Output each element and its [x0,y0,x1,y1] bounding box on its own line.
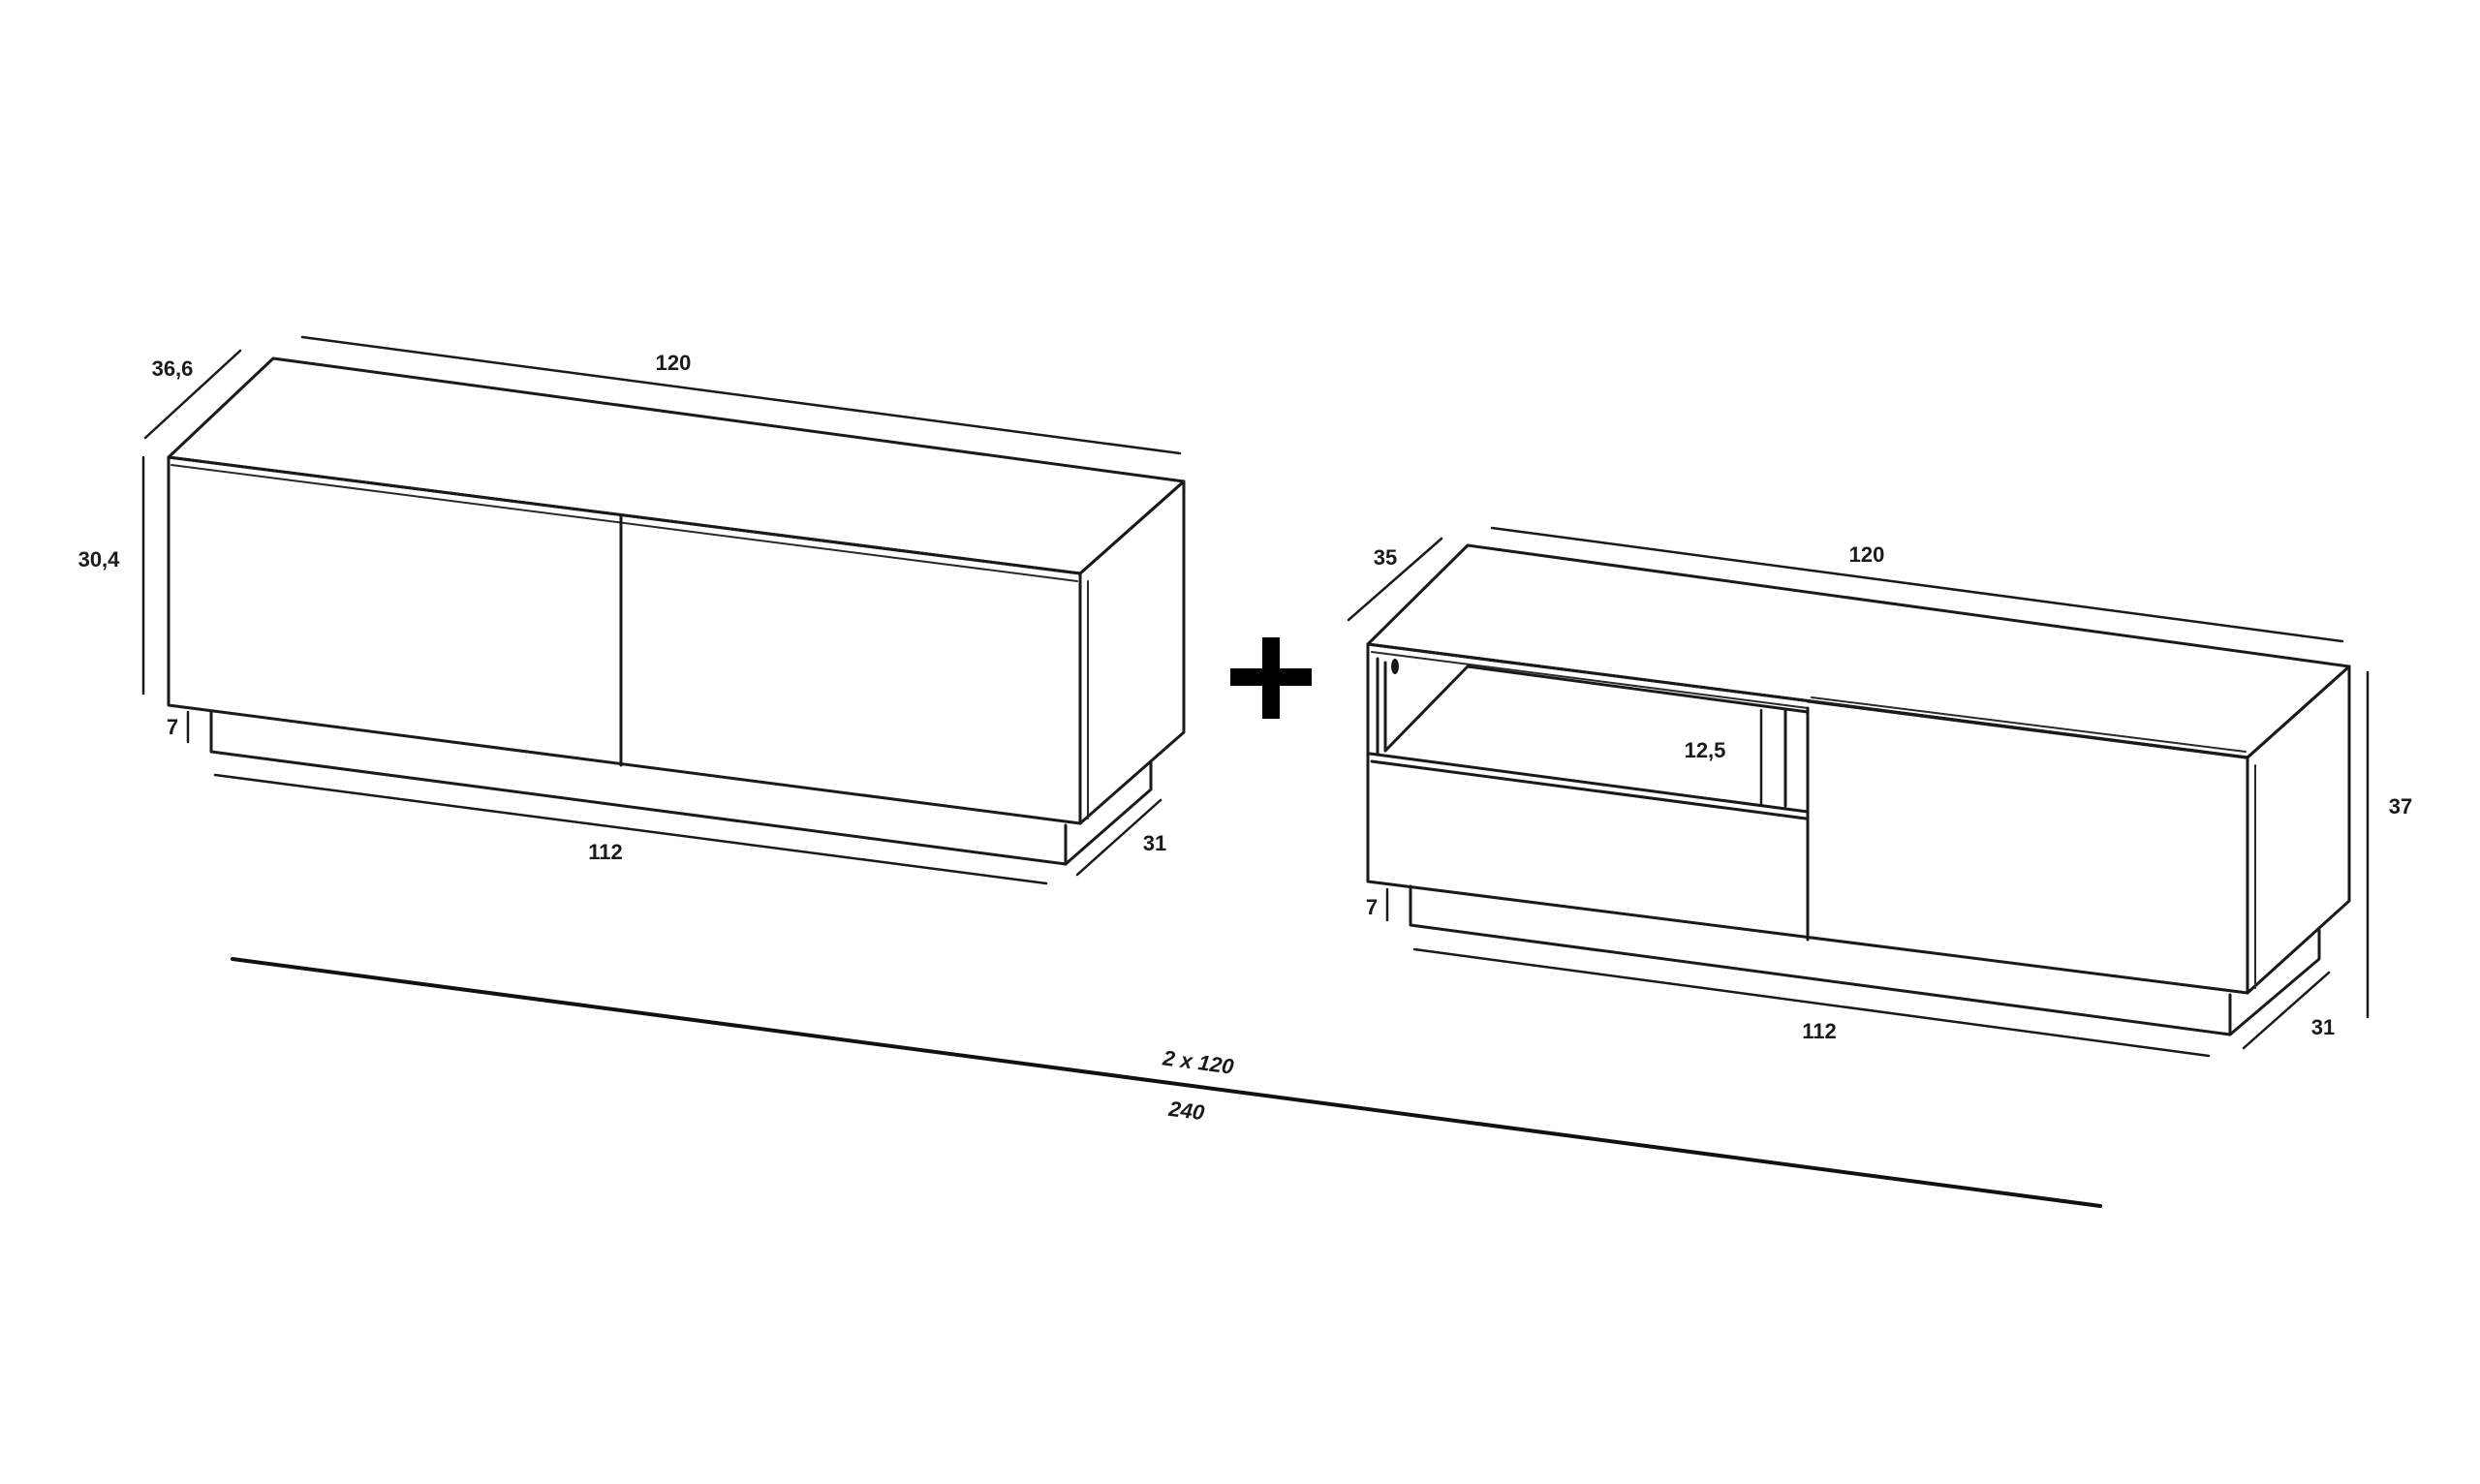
right-cabinet-plinth [1409,884,2232,1036]
left-dim-plinth-depth-label: 31 [1143,831,1166,855]
left-cabinet-top-lip [170,464,1078,582]
right-cabinet-drawer [1368,752,1810,820]
left-cabinet-dimensions [141,335,1182,885]
left-cabinet-plinth [209,709,1068,866]
right-cabinet-open-shelf [1376,657,1810,808]
right-cabinet-side [2246,665,2351,995]
left-cabinet-side [1078,479,1186,825]
right-dim-plinth-depth-label: 31 [2311,1015,2335,1039]
left-cabinet [167,356,1186,866]
left-dim-plinth-width-label: 112 [588,840,623,864]
left-dim-width-label: 120 [656,351,692,375]
right-cabinet-dimensions [1347,526,2370,1058]
right-dim-shelf-height-label: 12,5 [1685,738,1726,762]
right-dim-line-depth [1347,537,1443,622]
left-cabinet-top [167,356,1186,575]
right-cabinet-door-top [1811,696,2247,753]
right-dim-line-plinth-width [1412,947,2211,1058]
right-cabinet-door [1806,699,2248,942]
left-dim-line-width [300,335,1182,455]
right-dim-depth-label: 35 [1374,545,1397,570]
left-dim-plinth-height-label: 7 [167,715,178,739]
right-dim-height-label: 37 [2389,794,2412,819]
left-dim-line-plinth-width [213,773,1048,885]
right-cabinet-top-lip [1371,651,1809,709]
shelf-hinge-dot [1391,659,1399,674]
right-cabinet-plinth-side [2228,928,2321,1036]
left-cabinet-front [167,455,1082,825]
left-cabinet-plinth-side [1064,759,1153,866]
left-dim-line-plinth-depth [1075,798,1162,877]
right-dim-plinth-width-label: 112 [1802,1019,1837,1043]
total-multiplier-label: 2 x 120 [1161,1045,1236,1079]
right-cabinet [1366,543,2351,1036]
left-dim-height-label: 30,4 [78,547,121,572]
left-dim-line-depth [143,349,242,440]
right-dim-line-plinth-depth [2242,971,2331,1050]
left-dim-depth-label: 36,6 [152,356,194,381]
plus-sign [1230,637,1312,719]
right-dim-plinth-height-label: 7 [1366,895,1378,919]
total-length-label: 240 [1166,1097,1206,1126]
right-dim-line-width [1490,526,2344,643]
right-dim-width-label: 120 [1849,542,1885,567]
total-length-line [231,957,2102,1208]
